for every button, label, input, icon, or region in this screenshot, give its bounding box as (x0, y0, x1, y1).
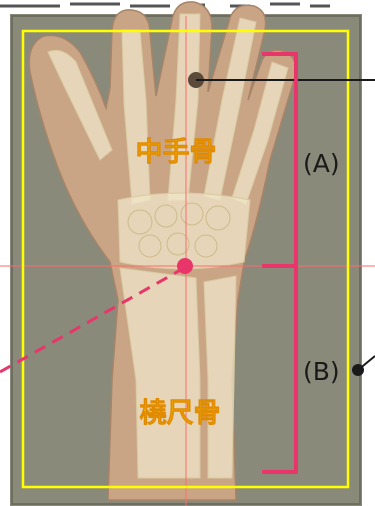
segment-b-label: (B) (303, 357, 340, 386)
ulna-bone (204, 276, 236, 478)
wrist-center-point (177, 258, 193, 274)
segment-a-label: (A) (303, 149, 340, 178)
metacarpal-label: 中手骨 (136, 137, 217, 168)
carpal-bones (118, 193, 250, 269)
radius-ulna-label: 橈尺骨 (140, 398, 221, 429)
